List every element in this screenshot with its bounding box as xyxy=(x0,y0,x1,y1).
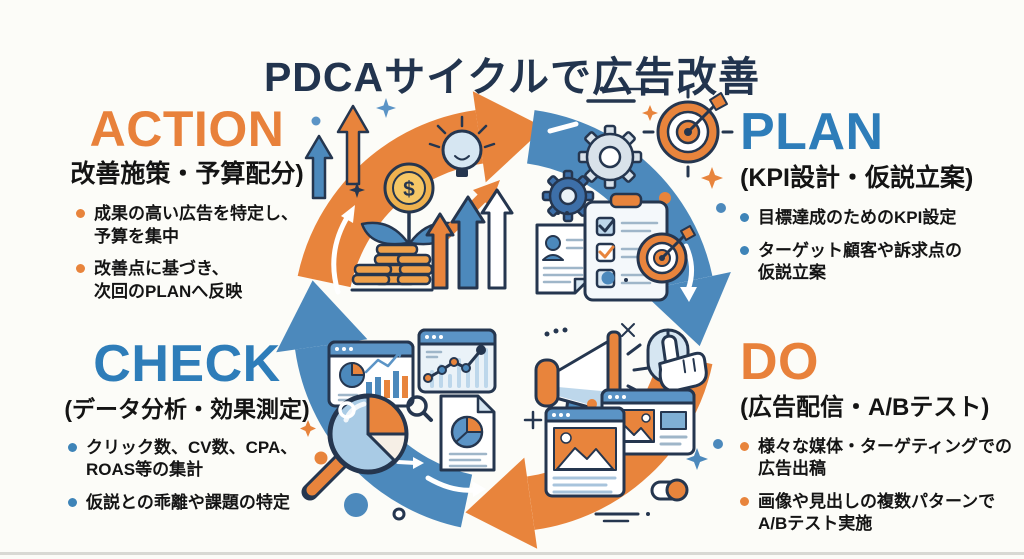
list-item: クリック数、CV数、CPA、 ROAS等の集計 xyxy=(68,437,318,482)
customer-profile-icon xyxy=(535,211,591,295)
check-bullets: クリック数、CV数、CPA、 ROAS等の集計 仮説との乖離や課題の特定 xyxy=(68,437,318,514)
plan-title: PLAN xyxy=(740,103,884,161)
list-item: 成果の高い広告を特定し、 予算を集中 xyxy=(76,203,312,248)
target-dart-icon xyxy=(642,86,734,178)
up-arrow-icon xyxy=(304,104,370,200)
sparkle-icon xyxy=(376,98,396,118)
advertising-illustration xyxy=(523,323,723,523)
growth-bars-icon xyxy=(425,180,514,290)
gear-icon xyxy=(541,124,643,223)
sparkle-icon xyxy=(642,105,658,121)
sparkle-icon xyxy=(701,167,723,189)
sparkle-icon xyxy=(349,182,365,198)
report-document-icon xyxy=(439,394,496,472)
list-item: ターゲット顧客や訴求点の 仮説立案 xyxy=(740,240,1012,285)
svg-text:$: $ xyxy=(403,178,415,201)
list-item: 目標達成のためのKPI設定 xyxy=(740,207,1012,229)
bullet-dot xyxy=(740,496,749,506)
do-subtitle: (広告配信・A/Bテスト) xyxy=(740,394,990,421)
list-item: 改善点に基づき、 次回のPLANへ反映 xyxy=(76,258,312,303)
coin-stack-icon xyxy=(351,243,434,286)
action-subtitle: 改善施策・予算配分) xyxy=(70,160,304,188)
action-section: ACTION 改善施策・予算配分) 成果の高い広告を特定し、 予算を集中 改善点… xyxy=(62,104,312,303)
growth-investment-illustration: $ xyxy=(304,98,514,292)
bullet-dot xyxy=(76,264,85,274)
sparkle-icon xyxy=(621,323,635,337)
do-title: DO xyxy=(740,333,819,391)
dot-decoration xyxy=(311,116,321,126)
list-item: 画像や見出しの複数パターンで A/Bテスト実施 xyxy=(740,491,1022,536)
plan-bullets: 目標達成のためのKPI設定 ターゲット顧客や訴求点の 仮説立案 xyxy=(740,207,1012,284)
action-bullets: 成果の高い広告を特定し、 予算を集中 改善点に基づき、 次回のPLANへ反映 xyxy=(76,203,312,303)
action-title: ACTION xyxy=(89,101,285,157)
dot-decoration xyxy=(713,439,723,449)
dot-decoration xyxy=(601,271,615,285)
bullet-dot xyxy=(740,245,749,255)
plus-decoration xyxy=(523,410,543,430)
ring-decoration xyxy=(338,401,356,419)
magnifier-icon xyxy=(406,395,433,422)
megaphone-icon xyxy=(534,330,650,434)
dot-decoration xyxy=(314,451,328,465)
do-section: DO (広告配信・A/Bテスト) 様々な媒体・ターゲティングでの 広告出稿 画像… xyxy=(740,336,1022,536)
bullet-text: 様々な媒体・ターゲティングでの 広告出稿 xyxy=(758,437,1012,479)
sparkle-icon xyxy=(686,448,708,470)
dot-decoration xyxy=(716,203,726,213)
ring-decoration xyxy=(392,507,406,521)
plan-illustration xyxy=(535,86,734,302)
toggle-icon xyxy=(650,478,689,502)
analytics-illustration xyxy=(300,328,497,521)
bullet-dot xyxy=(740,213,749,223)
check-title: CHECK xyxy=(93,335,281,393)
cycle-arrows xyxy=(276,91,731,549)
bullet-dot xyxy=(76,209,85,219)
plan-subtitle: (KPI設計・仮説立案) xyxy=(740,164,974,192)
dot-decoration xyxy=(344,493,368,517)
bullet-dot xyxy=(740,442,749,451)
bullet-text: クリック数、CV数、CPA、 ROAS等の集計 xyxy=(86,437,298,480)
bullet-dot xyxy=(68,497,77,507)
do-bullets: 様々な媒体・ターゲティングでの 広告出稿 画像や見出しの複数パターンで A/Bテ… xyxy=(740,436,1022,536)
list-item: 仮説との乖離や課題の特定 xyxy=(68,492,318,514)
plan-section: PLAN (KPI設計・仮説立案) 目標達成のためのKPI設定 ターゲット顧客や… xyxy=(740,106,1012,285)
plan-arrowhead xyxy=(472,91,545,183)
dash-decoration xyxy=(594,512,650,523)
bullet-text: 仮説との乖離や課題の特定 xyxy=(86,492,290,512)
line-chart-window-icon xyxy=(417,328,497,394)
bullet-text: 目標達成のためのKPI設定 xyxy=(758,208,957,228)
bullet-text: 成果の高い広告を特定し、 予算を集中 xyxy=(94,204,298,246)
dash-decoration xyxy=(586,86,650,103)
target-dart-icon xyxy=(636,225,696,284)
check-subtitle: (データ分析・効果測定) xyxy=(64,396,310,422)
bullet-text: ターゲット顧客や訴求点の 仮説立案 xyxy=(758,240,962,283)
check-section: CHECK (データ分析・効果測定) クリック数、CV数、CPA、 ROAS等の… xyxy=(56,338,318,514)
bullet-text: 改善点に基づき、 次回のPLANへ反映 xyxy=(94,259,243,301)
list-item: 様々な媒体・ターゲティングでの 広告出稿 xyxy=(740,436,1022,481)
check-arrowhead xyxy=(465,457,538,549)
sparkle-icon xyxy=(300,420,316,437)
dot-decoration xyxy=(544,327,568,337)
lightbulb-icon xyxy=(428,115,496,177)
bottom-divider xyxy=(0,552,1024,555)
action-arrowhead xyxy=(276,280,368,353)
click-cursor-icon xyxy=(646,328,708,393)
bullet-dot xyxy=(68,442,77,452)
ad-browser-icon xyxy=(544,406,626,498)
dot-decoration xyxy=(624,278,628,282)
bullet-text: 画像や見出しの複数パターンで A/Bテスト実施 xyxy=(758,491,996,534)
page-title: PDCAサイクルで広告改善 xyxy=(263,54,761,101)
